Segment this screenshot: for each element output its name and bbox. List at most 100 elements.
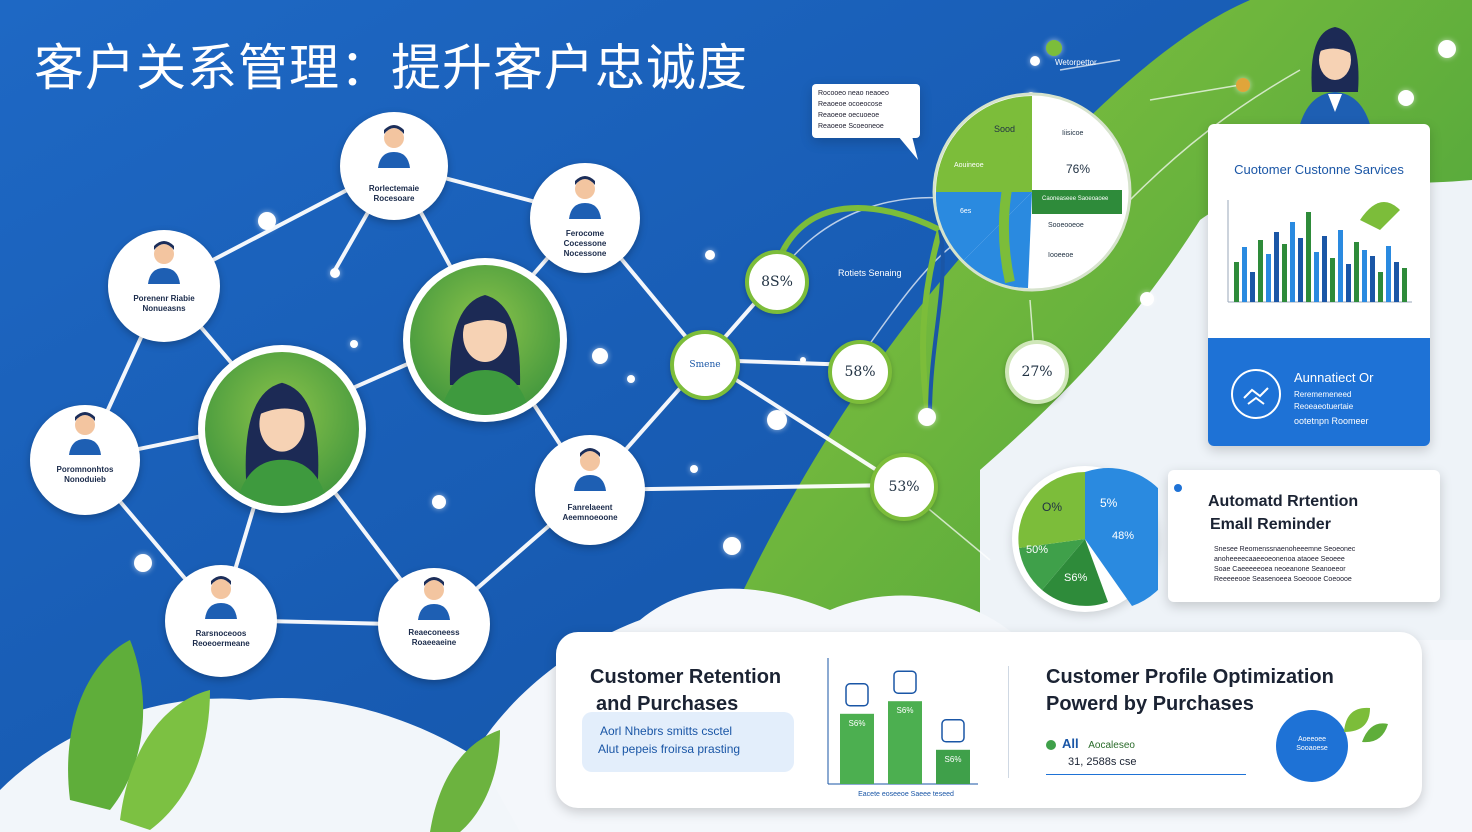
blue-stream	[772, 204, 944, 416]
leaf-icon	[1344, 707, 1388, 743]
bar-value-label: S6%	[849, 719, 866, 728]
network-node-5[interactable]: Fanrelaeent Aeemnoeoone	[535, 435, 645, 545]
customer-services-panel[interactable]: Cuotomer Custonne Sarvices Aunnatiect Or…	[1208, 124, 1430, 446]
wheel-label: 76%	[1066, 162, 1091, 176]
network-node-7[interactable]: Reaeconeess Roaeeaeine	[378, 568, 490, 680]
chart-bar	[1386, 246, 1391, 302]
chart-bar	[1378, 272, 1383, 302]
chart-bar	[1242, 247, 1247, 302]
callout-line: Reaoeoe Scoeoneoe	[818, 123, 884, 130]
percent-label: 58%	[844, 364, 876, 380]
services-title: Cuotomer Custonne Sarvices	[1234, 162, 1404, 177]
connector-dot	[1236, 78, 1250, 92]
handshake-icon	[1231, 369, 1281, 419]
chart-bar	[888, 701, 922, 784]
retention-box-line: Alut pepeis froirsa prasting	[598, 742, 741, 756]
leaf-icon	[1360, 202, 1400, 230]
pie-label: 50%	[1026, 544, 1049, 556]
automated-line: Rerememeneed	[1294, 390, 1352, 399]
leaf-bottom	[430, 730, 500, 832]
email-body-line: anoheeeecaaeeoeonenoa ataoee Seoeee	[1214, 556, 1345, 563]
chart-bar	[1402, 268, 1407, 302]
pie-label: S6%	[1064, 572, 1088, 584]
percent-label: 27%	[1021, 364, 1053, 380]
network-node-4[interactable]: Poromnonhtos Nonoduieb	[30, 405, 140, 515]
legend-label: All	[1062, 736, 1079, 751]
percent-node-4[interactable]: 53%	[870, 453, 938, 521]
chart-bar	[936, 749, 970, 784]
chart-bar	[1338, 230, 1343, 302]
chart-bar	[1330, 258, 1335, 302]
hub-label: Smene	[689, 360, 721, 370]
automated-panel[interactable]: Aunnatiect Or Rerememeneed Reoeaeotuerta…	[1208, 338, 1430, 446]
node-label: Rarsnoceoos Reoeoermeane	[192, 629, 250, 648]
percent-node-2[interactable]: 58%	[828, 340, 892, 404]
node-label: Reaeconeess Roaeeaeine	[408, 628, 460, 647]
woman-avatar-icon	[440, 295, 530, 415]
callout-line: Reaoeoe ocoeocose	[818, 101, 883, 108]
network-node-3[interactable]: Porenenr Riabie Nonueasns	[108, 230, 220, 342]
segment-wheel[interactable]: Sood Iiisicoe Aouineoe 76% Caoneaseee Sa…	[932, 92, 1132, 292]
blue-stream-2	[928, 229, 945, 416]
bottom-summary-card: Customer Retention and Purchases Aorl Nh…	[556, 632, 1422, 808]
connector-dot	[723, 537, 741, 555]
services-bar-chart	[1227, 200, 1412, 303]
chart-bar	[1250, 272, 1255, 302]
automated-title: Aunnatiect Or	[1294, 370, 1374, 385]
person-avatar-icon	[148, 241, 180, 284]
email-pie[interactable]: O% 5% 50% S6% 48%	[1012, 466, 1180, 612]
email-body-line: Snesee Reomenssnaenoheeemne Seoeonec	[1214, 546, 1356, 553]
connector-dot	[627, 375, 635, 383]
chart-bar	[1258, 240, 1263, 302]
profile-value: 31, 2588s cse	[1068, 756, 1137, 768]
email-body: Snesee Reomenssnaenoheeemne Seoeonec ano…	[1214, 545, 1355, 585]
connector-dot	[767, 410, 787, 430]
percent-node-3[interactable]: 27%	[1005, 340, 1069, 404]
connector-dot	[1438, 40, 1456, 58]
connector-dot	[432, 495, 446, 509]
chart-bar	[1370, 256, 1375, 302]
retention-info-box[interactable]: Aorl Nhebrs smitts csctel Alut pepeis fr…	[582, 712, 794, 772]
leaf-left-2	[120, 690, 210, 830]
featured-customer-node-2[interactable]	[198, 345, 366, 513]
email-body-line: Soae Caeeeeeoea neoeanone Seanoeeor	[1214, 566, 1346, 573]
chart-bar	[1314, 252, 1319, 302]
hub-node[interactable]: Smene	[670, 330, 740, 400]
wheel-label: Caoneaseee Saoeoaoee	[1042, 196, 1109, 202]
connector-dot	[1398, 90, 1414, 106]
chart-bar	[1274, 232, 1279, 302]
wheel-label: Aouineoe	[954, 162, 984, 169]
chart-bar	[1282, 244, 1287, 302]
person-icon	[893, 670, 917, 694]
percent-node-1[interactable]: 8S%	[745, 250, 809, 314]
callout-tail	[898, 136, 918, 160]
featured-customer-node[interactable]	[403, 258, 567, 422]
woman-avatar-icon	[235, 382, 329, 506]
profile-circle[interactable]: Aoeeoee Sooaoese	[1276, 710, 1348, 782]
node-label: Poromnonhtos Nonoduieb	[56, 465, 114, 484]
pie-label: 5%	[1100, 496, 1118, 510]
profile-title-line2: Powerd by Purchases	[1046, 693, 1254, 715]
network-node-1[interactable]: Rorlectemaie Rocesoare	[340, 112, 448, 220]
wheel-label: 6es	[960, 208, 972, 215]
chart-bar	[1266, 254, 1271, 302]
callout-line: Rocooeo neao neaoeo	[818, 90, 889, 97]
person-icon	[941, 719, 965, 743]
page-title: 客户关系管理：提升客户忠诚度	[34, 39, 748, 97]
automated-line: Reoeaeotuertaie	[1294, 402, 1354, 411]
network-node-2[interactable]: Ferocome Cocessone Nocessone	[530, 163, 640, 273]
person-avatar-icon	[569, 176, 601, 219]
node-label: Ferocome Cocessone Nocessone	[563, 229, 607, 258]
person-avatar-icon	[205, 576, 237, 619]
callout-line: Reaoeoe oecuoeoe	[818, 112, 880, 119]
chart-bar	[1354, 242, 1359, 302]
connector-dot	[800, 357, 806, 363]
network-node-6[interactable]: Rarsnoceoos Reoeoermeane	[165, 565, 277, 677]
node-label: Porenenr Riabie Nonueasns	[133, 294, 195, 313]
email-reminder-card[interactable]: Automatd Rrtention Emall Reminder Snesee…	[1168, 470, 1440, 602]
chart-bar	[1346, 264, 1351, 302]
profile-title-line1: Customer Profile Optimization	[1046, 666, 1334, 688]
axis-caption: Eacete eoseeoe Saeee teseed	[858, 791, 954, 798]
person-avatar-icon	[574, 448, 606, 491]
